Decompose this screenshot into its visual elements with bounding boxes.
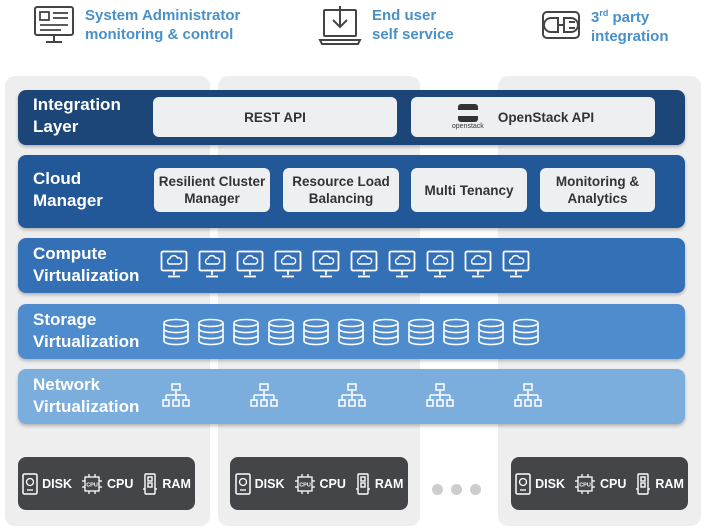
openstack-logo-icon (457, 104, 478, 122)
cpu-icon: CPU (294, 473, 316, 495)
database-icon (232, 318, 260, 351)
plug-icon (542, 11, 580, 39)
vm-monitor-icon (198, 250, 226, 285)
compute-virtualization-title: Compute Virtualization (33, 244, 140, 285)
compute-virtualization-layer: Compute Virtualization (18, 238, 685, 293)
node-column-3 (498, 76, 701, 526)
database-icon (267, 318, 295, 351)
header-enduser: End user self service (318, 4, 454, 54)
svg-text:CPU: CPU (579, 482, 591, 488)
ellipsis-dot (470, 484, 481, 495)
header-sysadmin: System Administrator monitoring & contro… (33, 4, 240, 54)
network-topology-icon (514, 382, 542, 415)
database-icon (442, 318, 470, 351)
network-topology-icon (426, 382, 454, 415)
header-thirdparty: 3rd party integration (541, 4, 669, 54)
ram-item: RAM (142, 472, 191, 495)
admin-console-icon (34, 6, 74, 43)
network-topology-icon (338, 382, 366, 415)
vm-monitor-icon (426, 250, 454, 285)
openstack-logo: openstack (452, 103, 484, 131)
multi-tenancy-box: Multi Tenancy (411, 168, 527, 212)
database-icon (477, 318, 505, 351)
database-icon (197, 318, 225, 351)
vm-icon-row (160, 250, 530, 285)
ram-icon (635, 472, 651, 495)
network-virtualization-layer: Network Virtualization (18, 369, 685, 424)
disk-icon (22, 472, 38, 495)
database-icon (302, 318, 330, 351)
cloud-manager-title: Cloud Manager (33, 169, 103, 210)
vm-monitor-icon (160, 250, 188, 285)
cpu-icon: CPU (81, 473, 103, 495)
integration-layer: Integration Layer REST API openstack Ope… (18, 90, 685, 145)
ram-item: RAM (635, 472, 684, 495)
node-column-2 (218, 76, 420, 526)
svg-text:CPU: CPU (86, 482, 98, 488)
database-icon (162, 318, 190, 351)
rest-api-box: REST API (153, 97, 397, 137)
database-icon (337, 318, 365, 351)
vm-monitor-icon (312, 250, 340, 285)
openstack-api-box: openstack OpenStack API (411, 97, 655, 137)
disk-icon (234, 472, 251, 495)
sysadmin-label: System Administrator monitoring & contro… (85, 7, 241, 43)
ellipsis-dot (432, 484, 443, 495)
vm-monitor-icon (236, 250, 264, 285)
database-icon (512, 318, 540, 351)
database-icon-row (162, 318, 540, 351)
ram-item: RAM (355, 472, 403, 495)
database-icon (407, 318, 435, 351)
vm-monitor-icon (350, 250, 378, 285)
svg-text:CPU: CPU (299, 482, 311, 488)
vm-monitor-icon (502, 250, 530, 285)
storage-virtualization-title: Storage Virtualization (33, 310, 140, 351)
ram-icon (142, 472, 158, 495)
storage-virtualization-layer: Storage Virtualization (18, 304, 685, 359)
disk-item: DISK (515, 472, 565, 495)
vm-monitor-icon (274, 250, 302, 285)
laptop-download-icon (318, 6, 362, 45)
integration-layer-title: Integration Layer (33, 95, 121, 136)
thirdparty-label: 3rd party integration (591, 8, 669, 45)
cpu-icon: CPU (574, 473, 596, 495)
enduser-label: End user self service (372, 7, 454, 43)
network-virtualization-title: Network Virtualization (33, 375, 140, 416)
disk-item: DISK (22, 472, 72, 495)
vm-monitor-icon (464, 250, 492, 285)
node-column-1 (5, 76, 210, 526)
disk-item: DISK (234, 472, 285, 495)
disk-icon (515, 472, 531, 495)
ellipsis-dot (451, 484, 462, 495)
vm-monitor-icon (388, 250, 416, 285)
network-topology-icon (250, 382, 278, 415)
database-icon (372, 318, 400, 351)
ram-icon (355, 472, 371, 495)
monitoring-analytics-box: Monitoring &Analytics (540, 168, 655, 212)
network-topology-icon (162, 382, 190, 415)
network-icon-row (162, 382, 542, 415)
